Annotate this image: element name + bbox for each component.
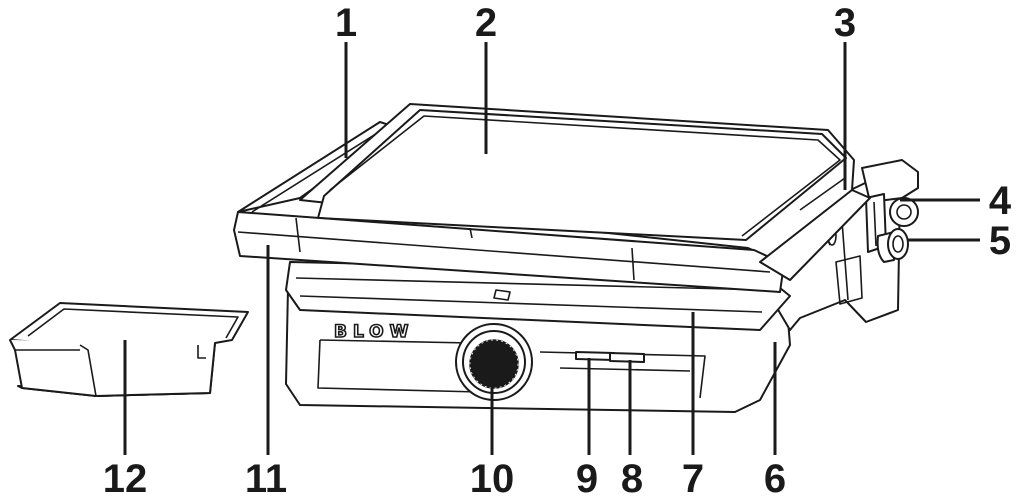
leader-lines	[123, 42, 980, 455]
callout-10: 10	[470, 457, 515, 497]
hinge-knob	[876, 228, 909, 263]
callout-5: 5	[989, 219, 1011, 263]
callout-4: 4	[989, 179, 1012, 223]
upper-lid	[233, 103, 871, 293]
brand-logo: BLOW	[334, 322, 414, 342]
drip-tray	[9, 302, 249, 397]
callout-6: 6	[764, 457, 786, 497]
indicator-lights	[575, 351, 645, 363]
callout-3: 3	[834, 1, 856, 45]
temperature-knob	[455, 323, 533, 401]
callout-2: 2	[475, 1, 497, 45]
callout-7: 7	[682, 457, 704, 497]
callout-9: 9	[576, 457, 598, 497]
callout-1: 1	[335, 1, 357, 45]
callouts: 1 2 3 4 5 6 7 8 9 10 11 12	[103, 1, 1012, 497]
callout-8: 8	[621, 457, 643, 497]
callout-11: 11	[245, 457, 287, 497]
callout-12: 12	[103, 457, 148, 497]
